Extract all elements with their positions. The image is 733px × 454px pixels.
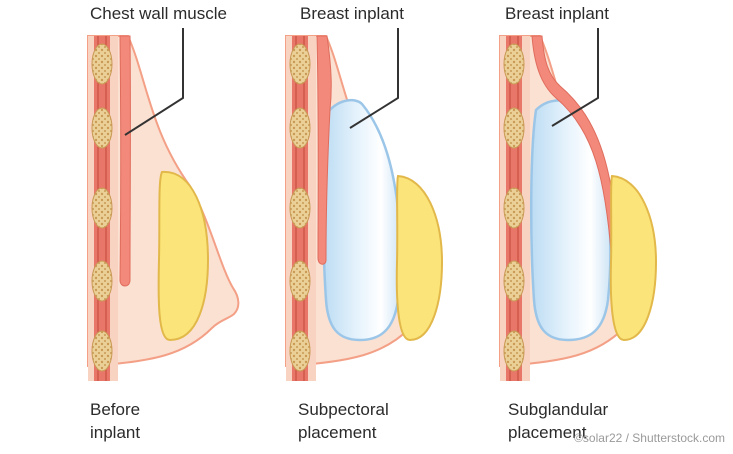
mammary-gland [609, 174, 658, 342]
pectoral-muscle [316, 35, 332, 265]
breast-implant [529, 99, 612, 342]
breast-implant [321, 98, 402, 342]
caption-line: placement [508, 423, 587, 442]
caption-subpectoral: Subpectoral placement [298, 398, 389, 444]
mammary-gland [395, 174, 444, 342]
caption-line: inplant [90, 423, 141, 442]
pectoral-muscle [119, 35, 131, 287]
panel-before: Chest wall muscle [87, 4, 240, 382]
panel-subpectoral: Breast inplant [285, 4, 444, 382]
caption-line: Subglandular [508, 400, 609, 419]
label-breast-implant: Breast inplant [300, 4, 404, 23]
panel-subglandular: Breast inplant [499, 4, 658, 382]
leader-line [349, 28, 399, 129]
label-chest-wall-muscle: Chest wall muscle [90, 4, 227, 23]
mammary-gland [157, 170, 210, 342]
caption-line: Subpectoral [298, 400, 389, 419]
leader-line [124, 28, 184, 136]
chest-wall [285, 35, 317, 382]
caption-line: Before [90, 400, 141, 419]
caption-before: Before inplant [90, 398, 140, 444]
chest-wall [87, 35, 119, 382]
caption-subglandular: Subglandular placement [508, 398, 608, 444]
caption-line: placement [298, 423, 377, 442]
chest-wall [499, 35, 531, 382]
watermark: ©solar22 / Shutterstock.com [574, 431, 725, 445]
label-breast-implant: Breast inplant [505, 4, 609, 23]
leader-line [551, 28, 599, 127]
